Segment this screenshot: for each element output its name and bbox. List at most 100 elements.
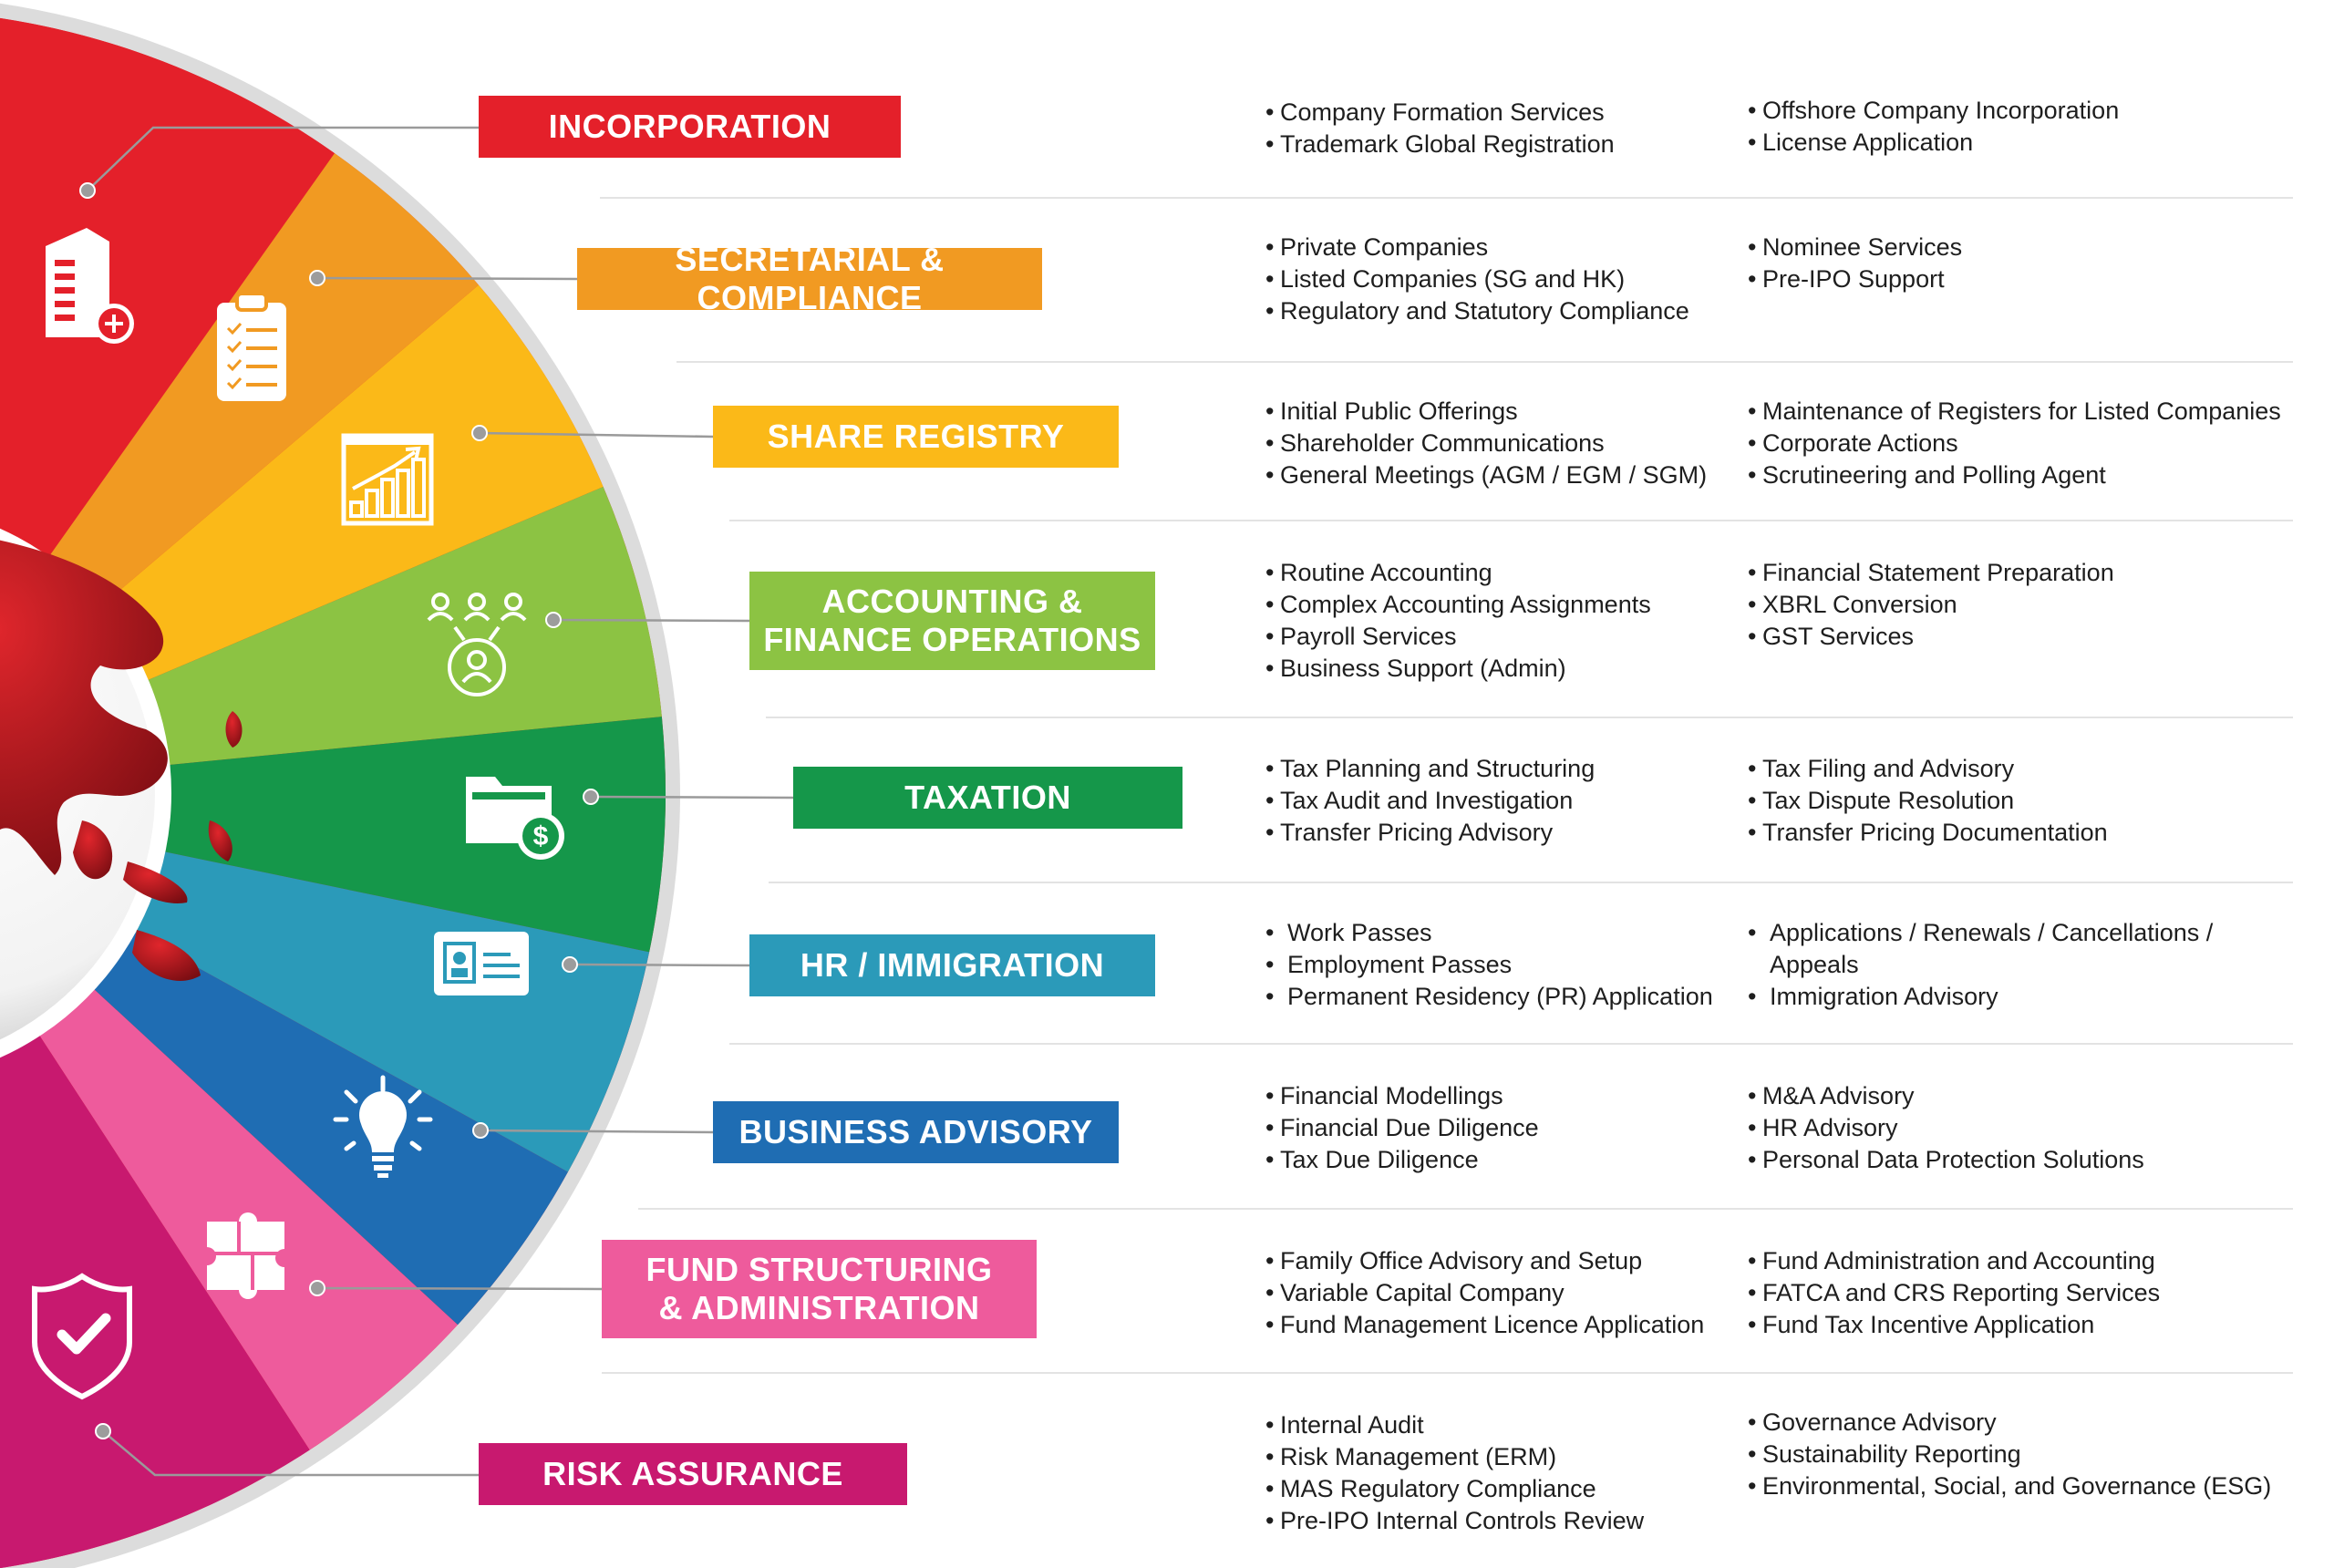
category-title: SHARE REGISTRY <box>767 418 1065 455</box>
service-item: Financial Modellings <box>1265 1080 1539 1112</box>
service-item: Pre-IPO Internal Controls Review <box>1265 1505 1644 1537</box>
service-item: Fund Management Licence Application <box>1265 1309 1704 1341</box>
service-item: Financial Due Diligence <box>1265 1112 1539 1144</box>
service-item: Personal Data Protection Solutions <box>1748 1144 2144 1176</box>
service-item: Financial Statement Preparation <box>1748 557 2114 589</box>
connector-dot-business-advisory <box>472 1122 489 1139</box>
service-list-secretarial-col2: Nominee ServicesPre-IPO Support <box>1748 232 1962 295</box>
row-divider <box>769 882 2293 883</box>
category-title: SECRETARIAL & COMPLIANCE <box>675 241 945 316</box>
service-item: Routine Accounting <box>1265 557 1651 589</box>
category-label-business-advisory: BUSINESS ADVISORY <box>713 1101 1119 1163</box>
service-item: General Meetings (AGM / EGM / SGM) <box>1265 459 1707 491</box>
service-item: Immigration Advisory <box>1748 981 2295 1013</box>
wheel-segment-secretarial <box>0 153 479 693</box>
category-title: INCORPORATION <box>548 108 831 145</box>
service-list-fund-structuring-col1: Family Office Advisory and SetupVariable… <box>1265 1245 1704 1341</box>
service-item: Maintenance of Registers for Listed Comp… <box>1748 396 2281 428</box>
service-item: Transfer Pricing Documentation <box>1748 817 2108 849</box>
service-item: License Application <box>1748 127 2119 159</box>
connector-line-taxation <box>590 795 794 799</box>
folder-dollar-icon: $ <box>466 777 564 860</box>
category-title: RISK ASSURANCE <box>542 1455 843 1492</box>
service-item: Risk Management (ERM) <box>1265 1441 1644 1473</box>
service-item: Employment Passes <box>1265 949 1713 981</box>
service-list-fund-structuring-col2: Fund Administration and AccountingFATCA … <box>1748 1245 2160 1341</box>
wheel-segment-accounting <box>0 486 662 782</box>
service-list-business-advisory-col2: M&A AdvisoryHR AdvisoryPersonal Data Pro… <box>1748 1080 2144 1176</box>
connector-line-secretarial <box>316 276 578 281</box>
connector-line-risk-assurance <box>102 1430 479 1477</box>
service-item: Work Passes <box>1265 917 1713 949</box>
service-list-accounting-col1: Routine AccountingComplex Accounting Ass… <box>1265 557 1651 685</box>
service-list-risk-assurance-col1: Internal AuditRisk Management (ERM)MAS R… <box>1265 1409 1644 1537</box>
globe-landmass <box>0 540 243 981</box>
clipboard-checklist-icon <box>217 292 286 401</box>
service-item: Fund Tax Incentive Application <box>1748 1309 2160 1341</box>
service-list-secretarial-col1: Private CompaniesListed Companies (SG an… <box>1265 232 1689 327</box>
service-item: Transfer Pricing Advisory <box>1265 817 1595 849</box>
category-label-incorporation: INCORPORATION <box>479 96 901 158</box>
service-list-share-registry-col2: Maintenance of Registers for Listed Comp… <box>1748 396 2281 491</box>
service-list-taxation-col2: Tax Filing and AdvisoryTax Dispute Resol… <box>1748 753 2108 849</box>
service-item: Pre-IPO Support <box>1748 263 1962 295</box>
building-add-icon <box>46 228 134 344</box>
service-item: FATCA and CRS Reporting Services <box>1748 1277 2160 1309</box>
row-divider <box>676 361 2293 363</box>
category-label-accounting: ACCOUNTING & FINANCE OPERATIONS <box>749 572 1155 670</box>
service-item: Sustainability Reporting <box>1748 1439 2271 1470</box>
service-item: GST Services <box>1748 621 2114 653</box>
service-item: Internal Audit <box>1265 1409 1644 1441</box>
row-divider <box>766 717 2293 718</box>
service-item: Corporate Actions <box>1748 428 2281 459</box>
service-item: Company Formation Services <box>1265 97 1615 129</box>
connector-line-incorporation <box>87 126 479 191</box>
row-divider <box>602 1372 2293 1374</box>
category-title: BUSINESS ADVISORY <box>738 1113 1093 1150</box>
connector-line-fund-structuring <box>316 1286 603 1291</box>
connector-line-share-registry <box>479 431 714 438</box>
category-title: ACCOUNTING & FINANCE OPERATIONS <box>763 583 1141 658</box>
service-list-incorporation-col1: Company Formation ServicesTrademark Glob… <box>1265 97 1615 160</box>
growth-chart-icon <box>341 433 434 526</box>
service-item: XBRL Conversion <box>1748 589 2114 621</box>
category-label-hr-immigration: HR / IMMIGRATION <box>749 934 1155 996</box>
service-item: M&A Advisory <box>1748 1080 2144 1112</box>
team-network-icon <box>427 593 527 696</box>
connector-dot-incorporation <box>79 182 96 199</box>
row-divider <box>638 1208 2293 1210</box>
service-list-business-advisory-col1: Financial ModellingsFinancial Due Dilige… <box>1265 1080 1539 1176</box>
service-list-share-registry-col1: Initial Public OfferingsShareholder Comm… <box>1265 396 1707 491</box>
category-title: HR / IMMIGRATION <box>800 946 1105 984</box>
wheel-segment-risk-assurance <box>0 975 310 1568</box>
service-list-hr-immigration-col1: Work PassesEmployment PassesPermanent Re… <box>1265 917 1713 1013</box>
connector-dot-hr-immigration <box>562 956 578 973</box>
connector-dot-secretarial <box>309 270 325 286</box>
connector-dot-share-registry <box>471 425 488 441</box>
svg-text:$: $ <box>533 821 549 851</box>
connector-line-accounting <box>553 618 750 623</box>
connector-dot-risk-assurance <box>95 1423 111 1439</box>
service-item: Applications / Renewals / Cancellations … <box>1748 917 2295 981</box>
category-title: FUND STRUCTURING & ADMINISTRATION <box>645 1251 993 1326</box>
category-label-fund-structuring: FUND STRUCTURING & ADMINISTRATION <box>602 1240 1037 1338</box>
category-label-risk-assurance: RISK ASSURANCE <box>479 1443 907 1505</box>
service-item: Initial Public Offerings <box>1265 396 1707 428</box>
service-item: Complex Accounting Assignments <box>1265 589 1651 621</box>
service-item: Environmental, Social, and Governance (E… <box>1748 1470 2271 1502</box>
service-item: Tax Planning and Structuring <box>1265 753 1595 785</box>
service-item: Nominee Services <box>1748 232 1962 263</box>
service-item: Regulatory and Statutory Compliance <box>1265 295 1689 327</box>
category-title: TAXATION <box>904 779 1071 816</box>
service-item: Business Support (Admin) <box>1265 653 1651 685</box>
row-divider <box>600 197 2293 199</box>
connector-dot-taxation <box>583 789 599 805</box>
wheel-segment-business-advisory <box>0 858 568 1326</box>
category-label-share-registry: SHARE REGISTRY <box>713 406 1119 468</box>
service-item: Tax Filing and Advisory <box>1748 753 2108 785</box>
id-card-icon <box>434 932 529 995</box>
service-item: Payroll Services <box>1265 621 1651 653</box>
shield-check-icon <box>32 1273 132 1400</box>
